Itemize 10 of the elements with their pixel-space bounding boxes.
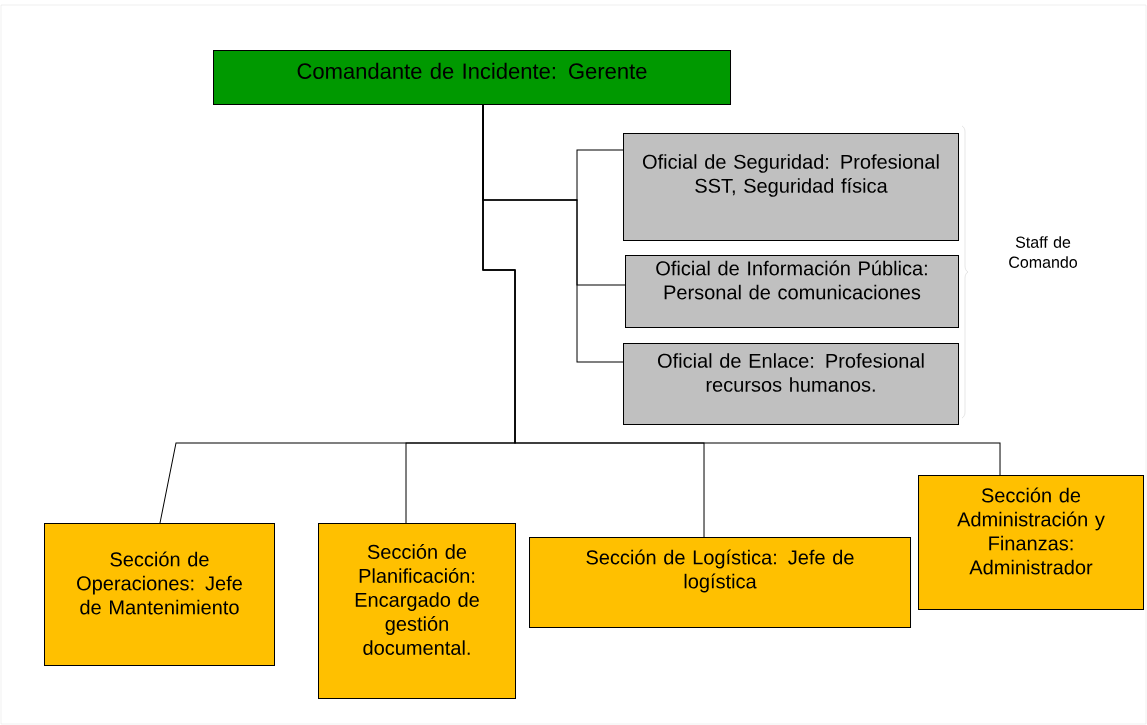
group-label: Staff de Comando [1009,236,1077,268]
connector-line [482,104,1001,476]
section-box: Sección de Logística: Jefe de logística [529,537,911,628]
section-box: Sección de Planificación: Encargado de gestión documental. [318,523,516,699]
staff-box: Oficial de Información Pública: Personal de comunicaciones [625,255,959,328]
commander-box: Comandante de Incidente: Gerente [213,50,731,105]
section-box: Sección de Operaciones: Jefe de Mantenimiento [44,523,275,666]
staff-box: Oficial de Seguridad: Profesional SST, Seguridad física [623,133,959,241]
staff-box: Oficial de Enlace: Profesional recursos humanos. [623,343,959,425]
section-box: Sección de Administración y Finanzas: Administrador [918,475,1144,610]
